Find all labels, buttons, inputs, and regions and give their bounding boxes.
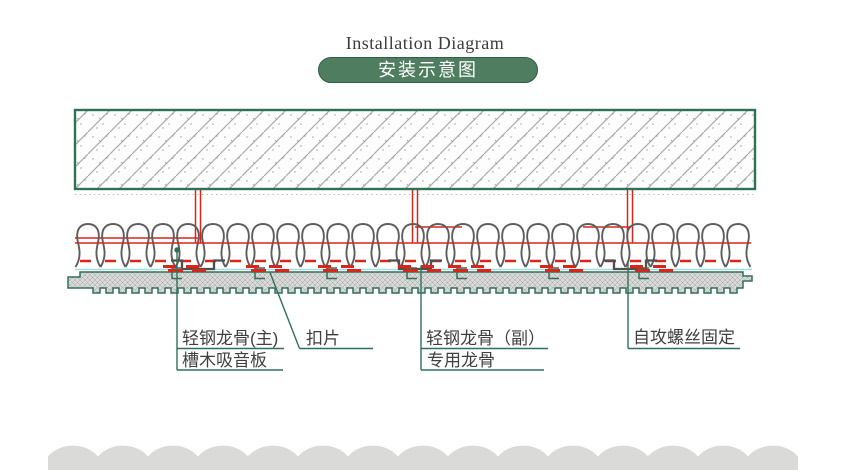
- acoustic-panel: [67, 271, 753, 294]
- label-main-keel: 轻钢龙骨(主): [182, 329, 279, 348]
- label-screw-fix: 自攻螺丝固定: [633, 328, 735, 347]
- label-acoustic-panel: 槽木吸音板: [182, 351, 267, 370]
- label-sub-keel: 轻钢龙骨（副）: [426, 329, 545, 348]
- ceiling-slab: [73, 108, 757, 195]
- clip-row: [163, 265, 673, 280]
- title-banner-zh: 安装示意图: [318, 57, 538, 83]
- spring-keel-row: [74, 223, 752, 268]
- leader-lines: [174, 247, 740, 371]
- title-english: Installation Diagram: [345, 33, 505, 53]
- label-clip: 扣片: [306, 329, 340, 348]
- label-special-keel: 专用龙骨: [427, 351, 495, 370]
- footer-wave: [48, 445, 798, 470]
